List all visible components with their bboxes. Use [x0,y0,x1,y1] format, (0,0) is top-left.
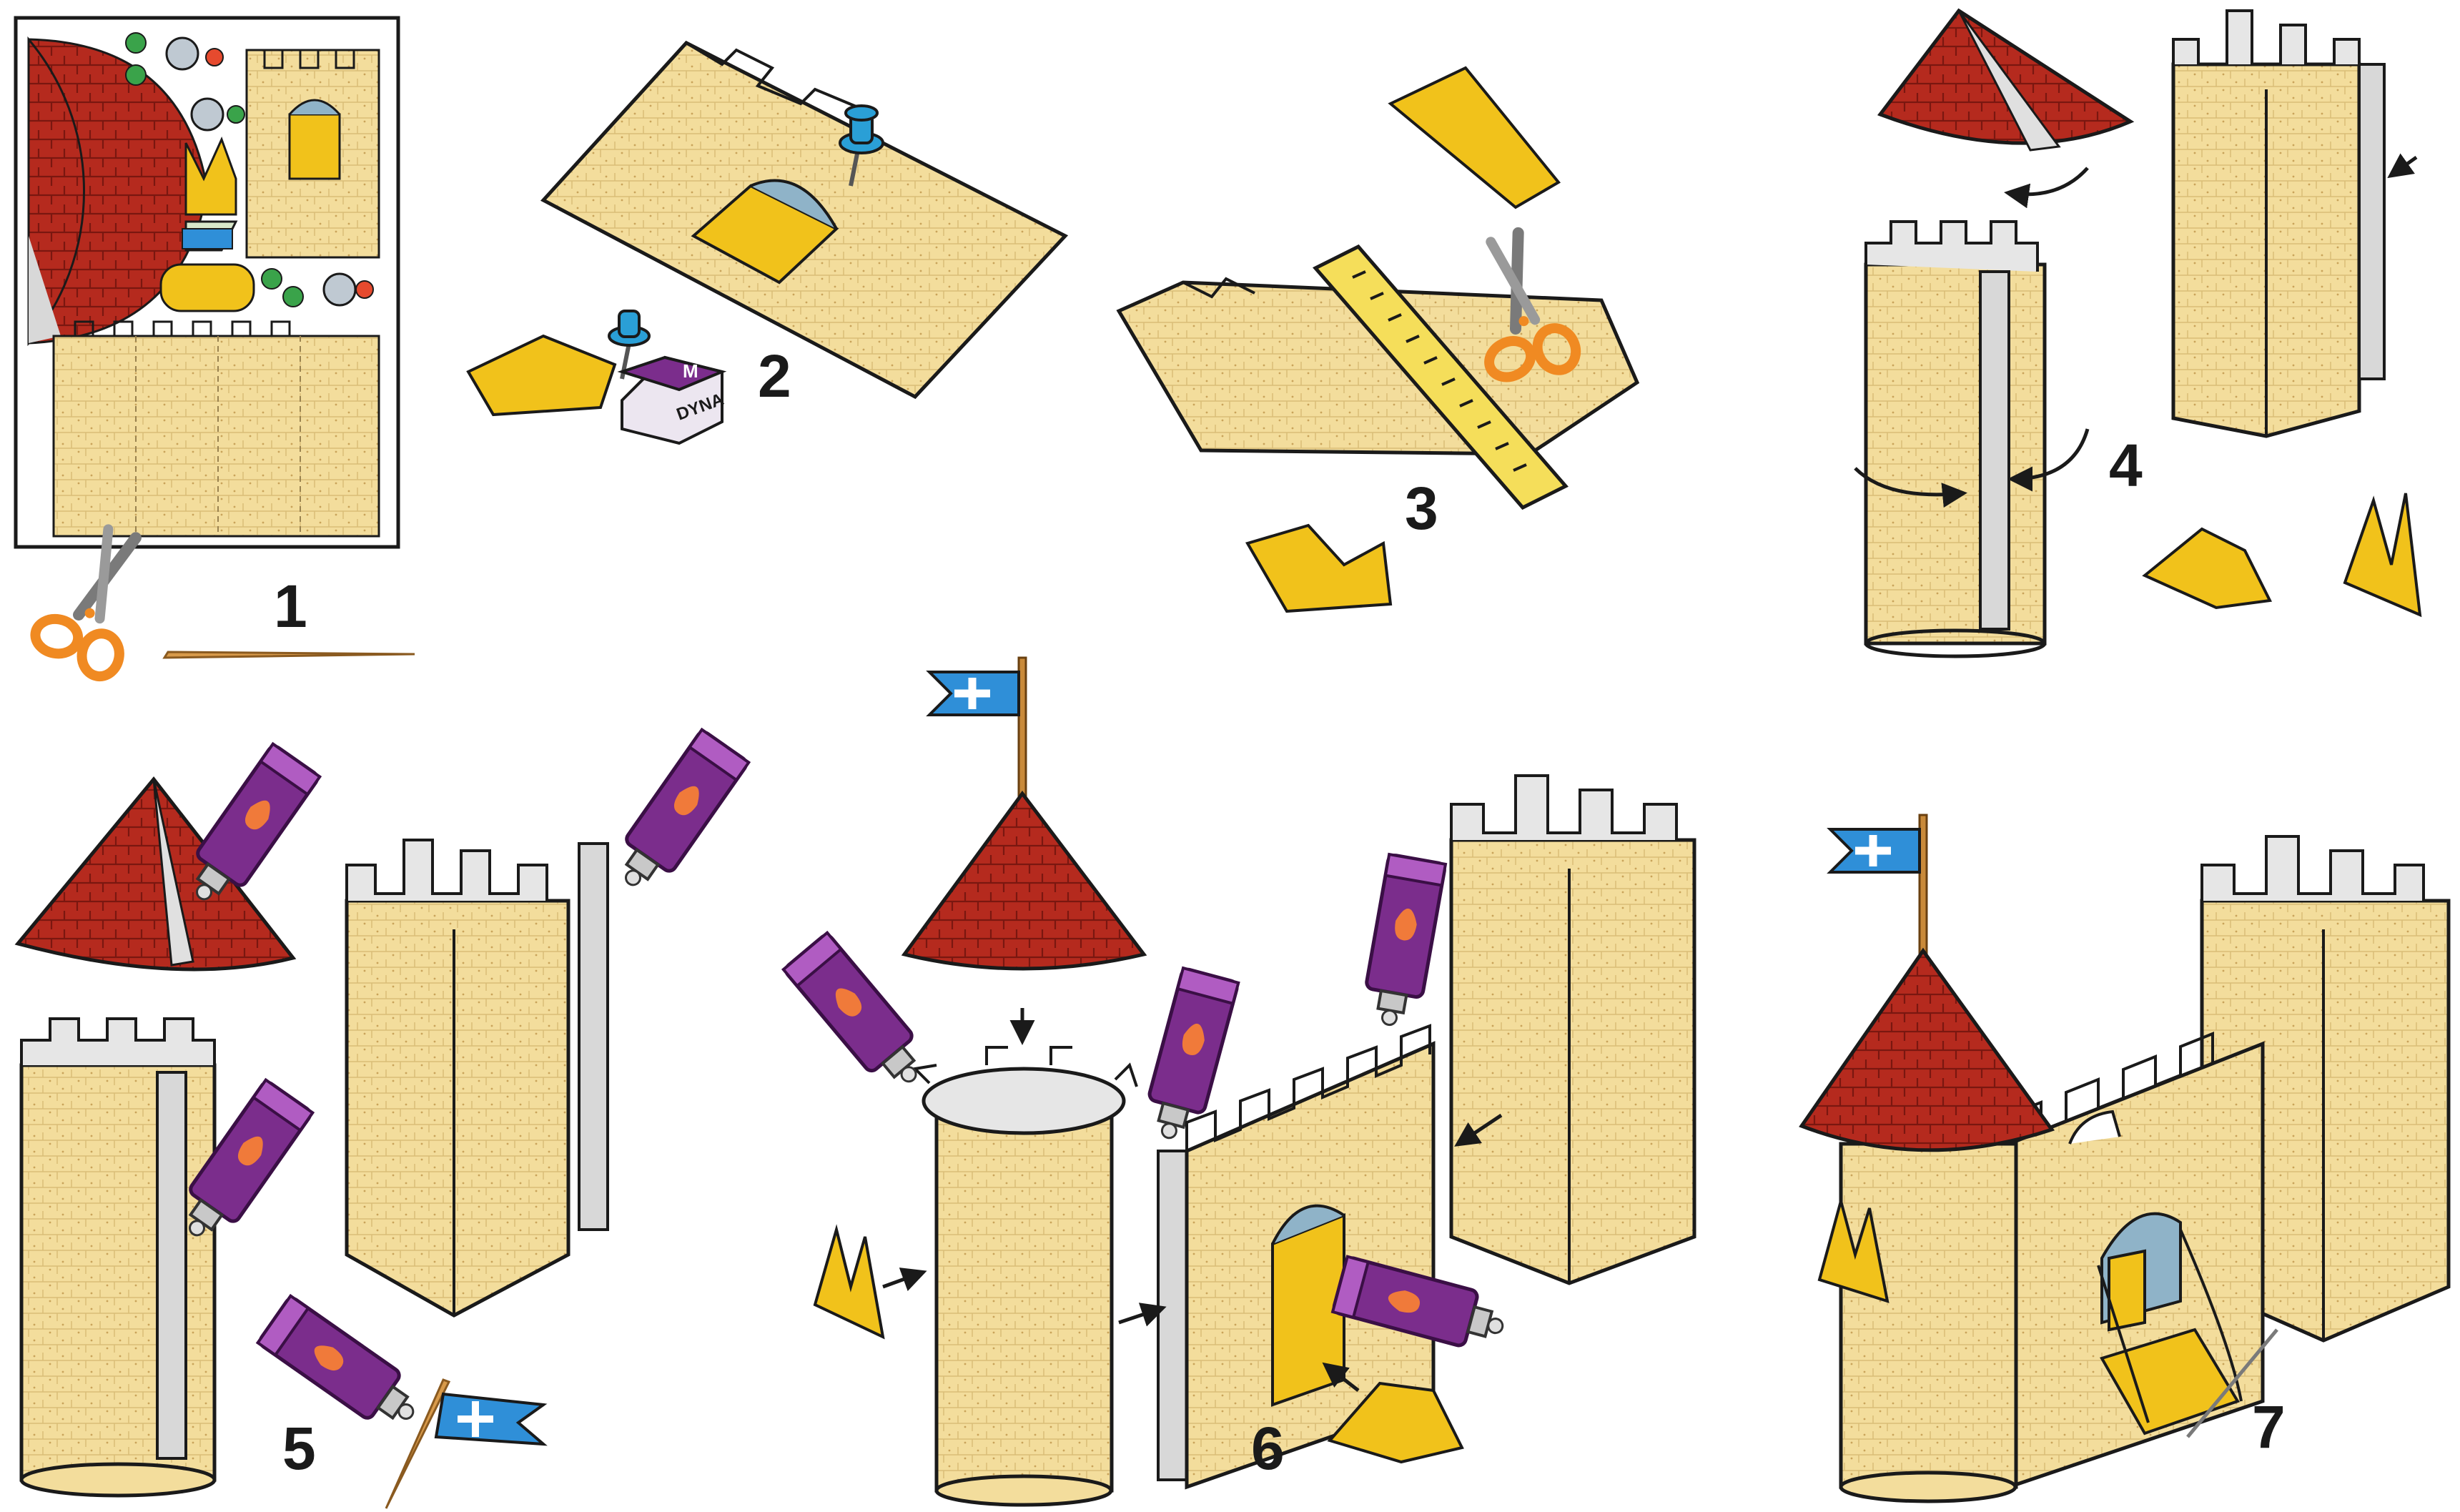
step-2-score-folds: M DYNA 2 [468,43,1065,443]
arrow-icon [2009,168,2088,194]
flag-icon [929,658,1026,801]
gate-wall [2009,1034,2277,1487]
round-tower [21,1019,214,1496]
glue-stick-box: M DYNA [622,357,726,443]
step-2-number: 2 [758,342,791,410]
round-tower [1841,1144,2016,1501]
flag-icon [436,1394,543,1444]
drawbridge-template [161,265,254,311]
step-5-glue-seams: 5 [18,730,749,1508]
square-tower [1451,776,1694,1283]
drawbridge-folded [2145,529,2270,608]
glue-box-mark: M [683,360,698,382]
round-tower [915,1047,1137,1505]
pennant-folded [815,1230,883,1337]
round-tower-rolled [1855,222,2088,656]
pennant-pieces [1248,525,1390,611]
glue-tube-icon [606,730,749,900]
step-6-number: 6 [1251,1415,1285,1482]
step-1-cut-out-sheet: 1 [16,18,415,679]
glue-tube-icon [1360,854,1446,1029]
arrow-icon [883,1273,922,1287]
pennant-folded [2345,493,2420,615]
step-3-cut-along-ruler: 3 [1119,68,1637,611]
roof-cone [904,794,1144,969]
arrow-icon [1119,1308,1162,1323]
step-4-roll-and-fold: 4 [1855,11,2420,656]
step-7-number: 7 [2252,1393,2286,1461]
step-4-number: 4 [2109,432,2143,499]
step-1-number: 1 [274,573,307,640]
square-tower [347,840,608,1315]
toothpick-icon [164,652,415,658]
step-6-assemble: 6 [784,658,1694,1505]
drawbridge-piece [468,336,615,415]
glue-tube-icon [1140,968,1238,1145]
roof-cone [1802,951,2052,1150]
drawbridge-piece [1390,68,1559,207]
step-7-finished-castle: 7 [1802,815,2449,1501]
step-5-number: 5 [282,1415,316,1482]
step-3-number: 3 [1405,475,1438,542]
square-tower-flat [2173,11,2416,436]
flag-icon [1830,815,1927,958]
glue-tube-icon [177,744,320,914]
arrow-icon [2391,157,2416,175]
round-tower-template [54,336,379,536]
